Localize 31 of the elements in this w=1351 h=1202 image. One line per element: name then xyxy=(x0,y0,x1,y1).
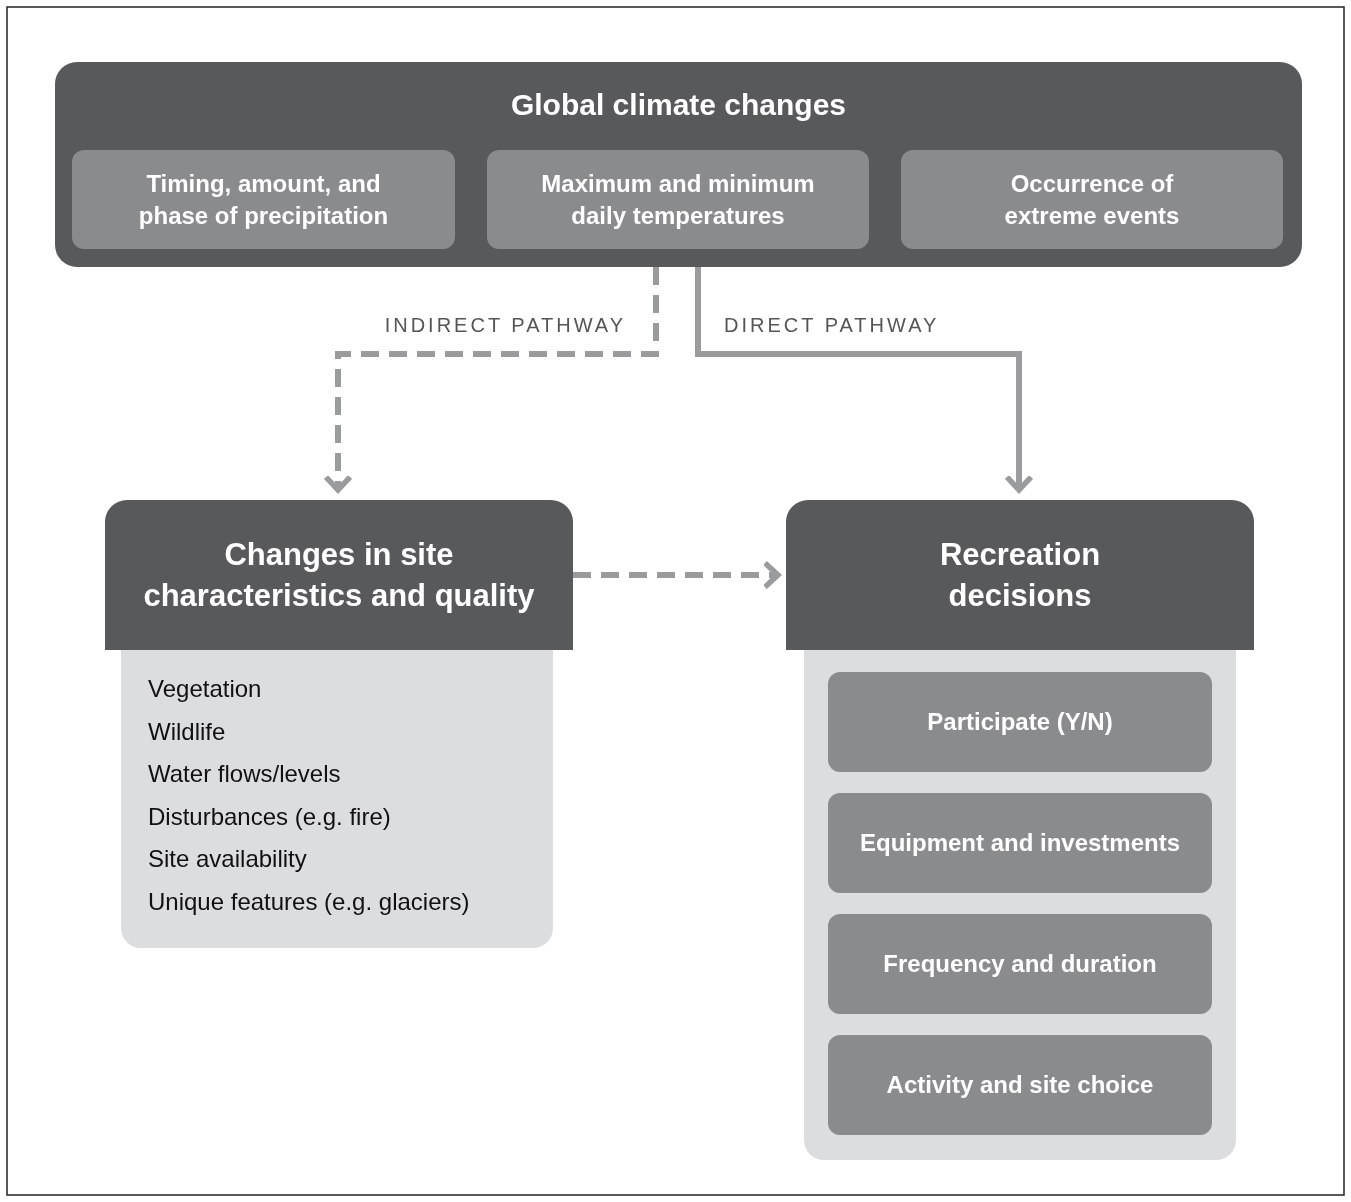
group-panel xyxy=(55,62,1302,267)
group-panel xyxy=(804,650,1236,1160)
arrow xyxy=(573,560,781,590)
box-label: Equipment and investments xyxy=(858,828,1182,858)
arrow xyxy=(695,267,1034,493)
list-item: Unique features (e.g. glaciers) xyxy=(148,886,471,917)
header-box xyxy=(786,500,1254,650)
box-label: Participate (Y/N) xyxy=(926,707,1114,737)
factor-box xyxy=(828,914,1212,1014)
list-item: Wildlife xyxy=(148,716,227,747)
factor-box xyxy=(901,150,1283,249)
arrow xyxy=(323,267,659,493)
box-label: Occurrence of extreme events xyxy=(1003,168,1181,231)
factor-box xyxy=(828,1035,1212,1135)
box-label: Global climate changes xyxy=(509,87,848,122)
box-label: Maximum and minimum daily temperatures xyxy=(540,168,816,231)
factor-box xyxy=(72,150,455,249)
factor-box xyxy=(828,793,1212,893)
list-item: Water flows/levels xyxy=(148,759,342,790)
box-label: Frequency and duration xyxy=(882,949,1158,979)
box-label: Activity and site choice xyxy=(885,1070,1155,1100)
factor-box xyxy=(487,150,869,249)
list-panel xyxy=(121,650,553,948)
list-item: Disturbances (e.g. fire) xyxy=(148,801,392,832)
header-box xyxy=(105,500,573,650)
box-label: Timing, amount, and phase of precipitation xyxy=(137,168,390,231)
box-label: Changes in site characteristics and quality xyxy=(142,536,536,615)
list-item: Vegetation xyxy=(148,674,263,704)
box-label: Recreation decisions xyxy=(938,536,1102,615)
factor-box xyxy=(828,672,1212,772)
list-item: Site availability xyxy=(148,844,308,875)
